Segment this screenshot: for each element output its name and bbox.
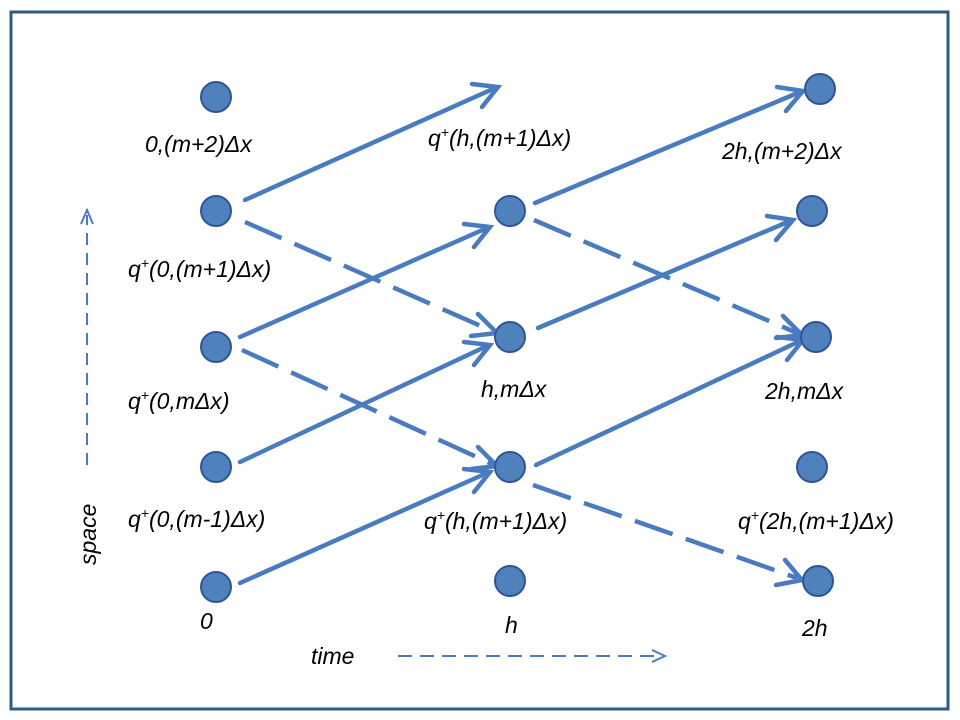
solid-arrow-a2 [237,221,495,340]
label-q-0-mm1: q+(0,(m-1)Δx) [128,505,265,532]
node-2h-mm2 [802,565,834,597]
node-h-mm1 [494,451,526,483]
label-0-m2: 0,(m+2)Δx [145,131,253,157]
node-h-m [494,321,526,353]
grid-nodes [200,73,836,603]
solid-arrow-a1 [242,81,503,203]
node-h-mm2 [494,565,526,597]
dashed-arrow-d2 [532,482,807,588]
label-2h-m: 2h,mΔx [764,378,845,404]
node-0-mm2 [200,571,232,603]
node-h-m1 [494,195,526,227]
label-h-m: h,mΔx [481,376,548,402]
node-2h-m1 [796,195,828,227]
node-0-m2 [200,81,232,113]
label-q-0-m: q+(0,mΔx) [128,387,230,414]
time-axis-label: time [311,643,354,669]
solid-arrows [237,81,808,586]
dashed-arrows [241,217,807,588]
label-2h-m2: 2h,(m+2)Δx [721,138,843,164]
space-axis-arrow [80,207,94,465]
time-axis-arrow [398,649,668,663]
node-0-mm1 [200,451,232,483]
label-time-0: 0 [200,608,213,634]
node-2h-mm1 [796,451,828,483]
node-0-m [200,331,232,363]
node-2h-m2 [804,73,836,105]
solid-arrow-b1 [532,84,808,206]
node-0-m1 [200,195,232,227]
label-time-2h: 2h [801,615,828,641]
space-axis-label: space [75,504,101,565]
label-q-0-m1: q+(0,(m+1)Δx) [128,255,271,282]
label-q-2h-m1: q+(2h,(m+1)Δx) [738,507,894,534]
node-2h-m [800,321,832,353]
label-time-h: h [505,612,518,638]
label-q-h-m1-top: q+(h,(m+1)Δx) [428,124,571,151]
label-q-h-m1-bottom: q+(h,(m+1)Δx) [424,507,567,534]
